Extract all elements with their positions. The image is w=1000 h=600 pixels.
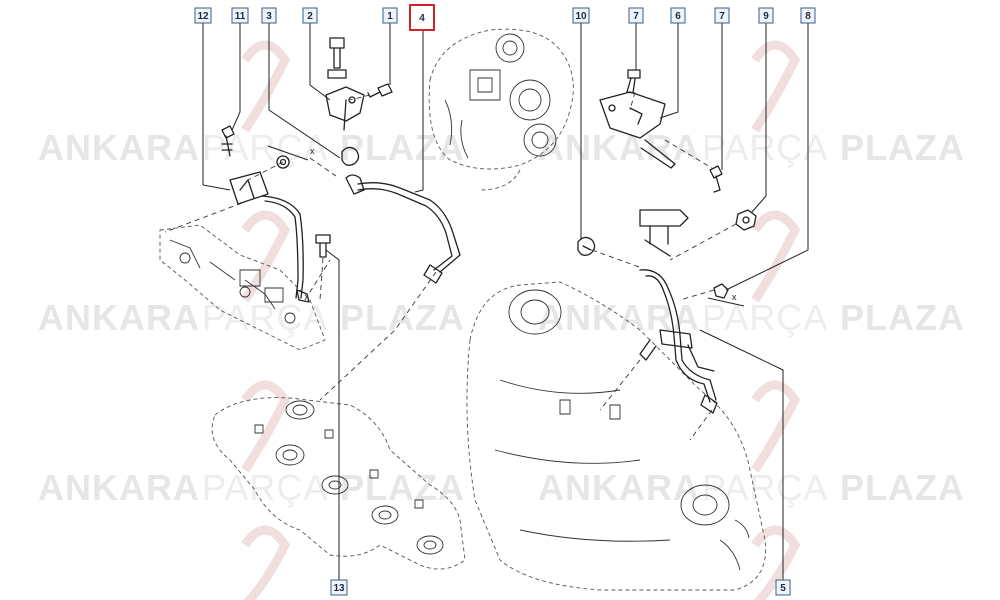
callout-8-label: 8 bbox=[805, 11, 811, 22]
watermark-row-3: ANKARA PARÇA PLAZA ANKARA PARÇA PLAZA bbox=[38, 467, 965, 508]
watermark-word-ankara: ANKARA bbox=[538, 467, 700, 508]
exhaust-manifold-outline bbox=[211, 397, 466, 570]
callout-8[interactable]: 8 bbox=[800, 7, 816, 24]
callout-9-label: 9 bbox=[763, 11, 769, 22]
callout-11[interactable]: 11 bbox=[231, 7, 249, 24]
bolt-part-1 bbox=[367, 83, 393, 98]
bolt-part-13 bbox=[315, 234, 331, 258]
callout-2[interactable]: 2 bbox=[302, 7, 318, 24]
support-bracket-outline bbox=[159, 224, 326, 351]
particulate-filter-outline bbox=[466, 281, 767, 591]
watermark-word-plaza: PLAZA bbox=[840, 467, 965, 508]
watermark-word-parca: PARÇA bbox=[702, 127, 828, 168]
callout-6[interactable]: 6 bbox=[670, 7, 686, 24]
watermark-row-2: ANKARA PARÇA PLAZA ANKARA PARÇA PLAZA bbox=[38, 297, 965, 338]
callout-1[interactable]: 1 bbox=[382, 7, 398, 24]
exhaust-temperature-sensor bbox=[221, 125, 235, 157]
direction-marks: x x bbox=[267, 145, 745, 307]
clip-part-8 bbox=[713, 283, 729, 299]
hose-clamp-part-3 bbox=[341, 146, 365, 195]
watermark-word-parca: PARÇA bbox=[702, 467, 828, 508]
watermark-word-ankara: ANKARA bbox=[38, 467, 200, 508]
callout-5[interactable]: 5 bbox=[775, 579, 791, 596]
callout-12-label: 12 bbox=[197, 11, 209, 22]
sensor-mount-bracket-part-6 bbox=[599, 91, 676, 169]
watermark-word-plaza: PLAZA bbox=[340, 297, 465, 338]
pressure-sensor-part-2 bbox=[327, 37, 347, 79]
callout-1-label: 1 bbox=[387, 11, 393, 22]
watermark-word-plaza: PLAZA bbox=[340, 127, 465, 168]
callout-5-label: 5 bbox=[780, 583, 786, 594]
turbocharger-outline bbox=[428, 28, 574, 191]
callout-9[interactable]: 9 bbox=[758, 7, 774, 24]
watermark-word-parca: PARÇA bbox=[202, 127, 328, 168]
callout-labels: 12 11 3 2 1 4 10 7 bbox=[194, 4, 816, 596]
callout-3[interactable]: 3 bbox=[261, 7, 277, 24]
callout-12[interactable]: 12 bbox=[194, 7, 212, 24]
watermark-word-ankara: ANKARA bbox=[38, 297, 200, 338]
watermark-word-plaza: PLAZA bbox=[840, 127, 965, 168]
watermark-word-plaza: PLAZA bbox=[340, 467, 465, 508]
direction-mark-right: x bbox=[732, 292, 737, 302]
callout-11-label: 11 bbox=[235, 11, 246, 22]
callout-13-label: 13 bbox=[333, 583, 345, 594]
watermark-logo-marks bbox=[241, 40, 801, 600]
hose-clamp-part-10 bbox=[577, 236, 596, 256]
callout-2-label: 2 bbox=[307, 11, 313, 22]
callout-10-label: 10 bbox=[575, 11, 587, 22]
callout-13[interactable]: 13 bbox=[330, 579, 348, 596]
watermark-word-parca: PARÇA bbox=[702, 297, 828, 338]
callout-7-lower[interactable]: 7 bbox=[714, 7, 730, 24]
sensor-bracket-pipe-assembly bbox=[229, 171, 310, 303]
watermark-word-plaza: PLAZA bbox=[840, 297, 965, 338]
pressure-pipe-part-4 bbox=[357, 182, 461, 284]
bolt-part-7-upper bbox=[626, 69, 641, 94]
watermark-word-ankara: ANKARA bbox=[538, 127, 700, 168]
watermark-word-parca: PARÇA bbox=[202, 467, 328, 508]
sensor-bracket-part bbox=[325, 86, 365, 131]
watermark-row-1: ANKARA PARÇA PLAZA ANKARA PARÇA PLAZA bbox=[38, 127, 965, 168]
callout-4-label: 4 bbox=[419, 13, 425, 24]
callout-10[interactable]: 10 bbox=[572, 7, 590, 24]
pipe-assembly-part-5 bbox=[639, 269, 718, 414]
direction-mark-left: x bbox=[310, 146, 315, 156]
callout-leaders bbox=[202, 23, 809, 580]
nut-part-9 bbox=[735, 209, 757, 231]
callout-7-lower-label: 7 bbox=[719, 11, 725, 22]
callout-7-upper[interactable]: 7 bbox=[628, 7, 644, 24]
callout-4-highlighted[interactable]: 4 bbox=[409, 4, 435, 31]
bolt-part-7-lower bbox=[709, 165, 723, 193]
callout-3-label: 3 bbox=[266, 11, 272, 22]
washer-part bbox=[276, 155, 290, 169]
watermark-word-ankara: ANKARA bbox=[38, 127, 200, 168]
callout-7-upper-label: 7 bbox=[633, 11, 639, 22]
watermark-word-parca: PARÇA bbox=[202, 297, 328, 338]
watermark: ANKARA PARÇA PLAZA ANKARA PARÇA PLAZA AN… bbox=[38, 40, 965, 600]
differential-pressure-sensor bbox=[639, 209, 689, 257]
callout-6-label: 6 bbox=[675, 11, 681, 22]
assembly-lines bbox=[164, 91, 737, 441]
